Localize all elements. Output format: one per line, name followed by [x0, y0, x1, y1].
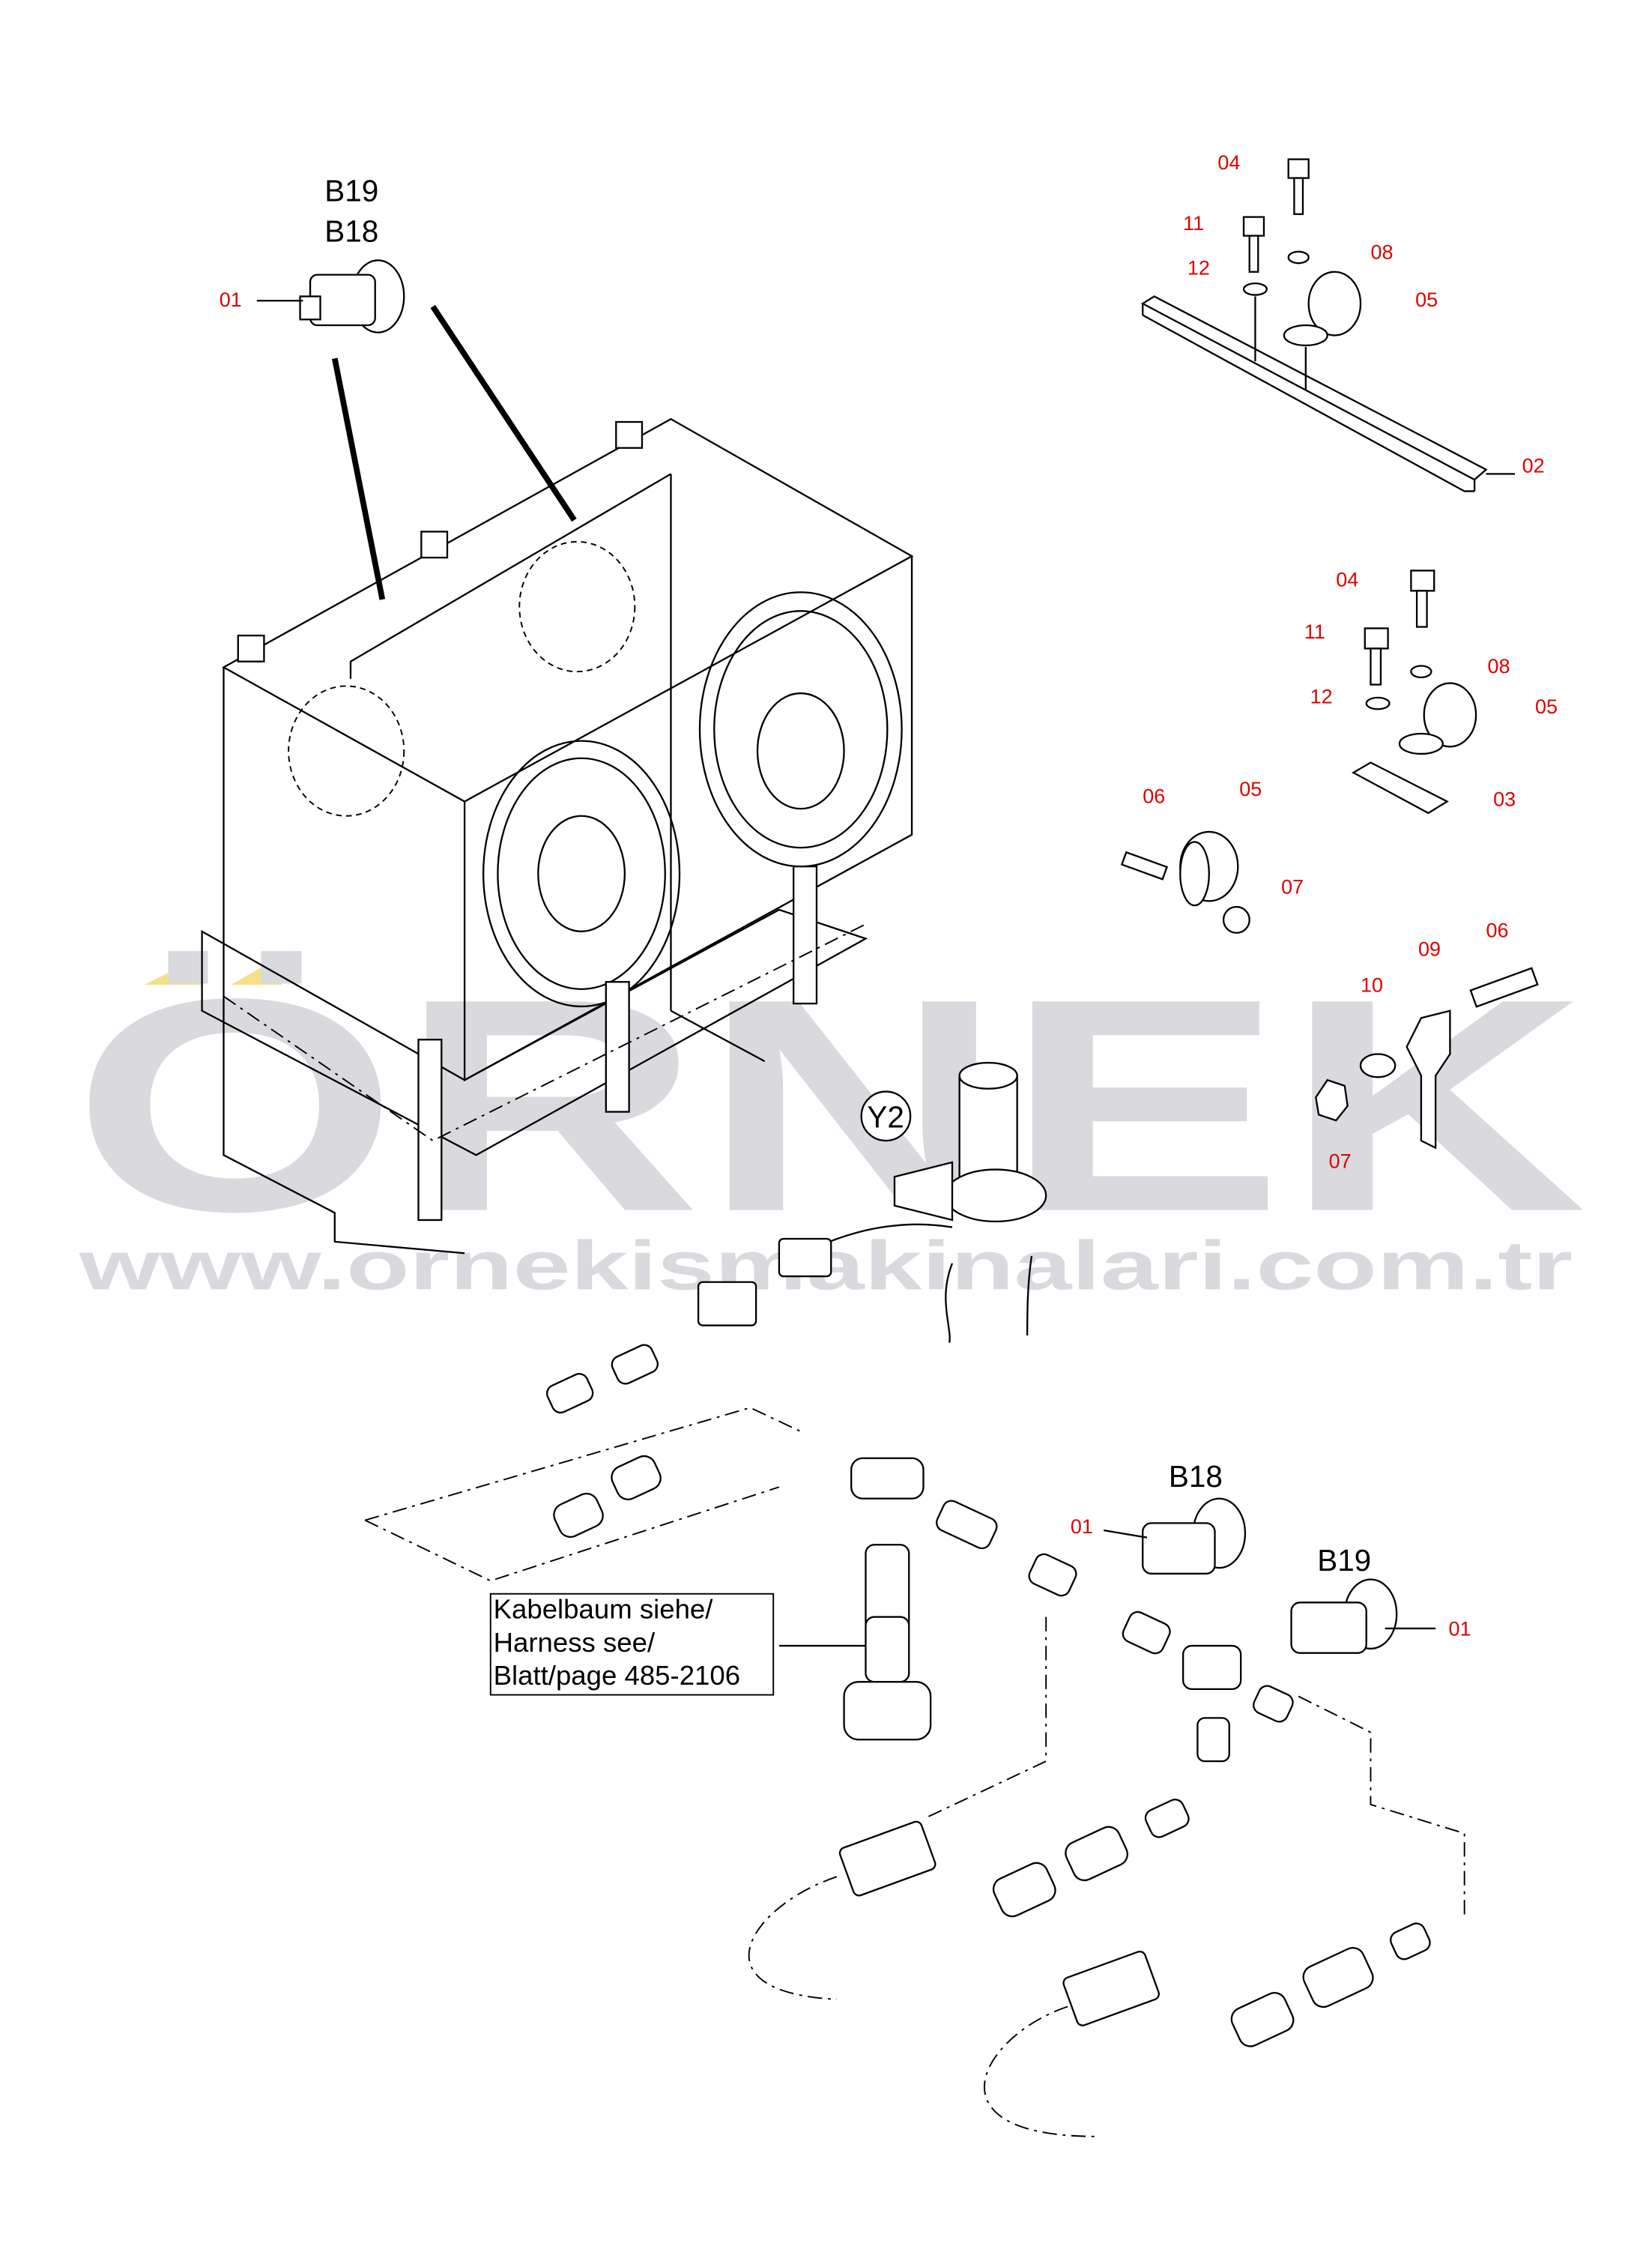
callout-05: 05 [1415, 289, 1438, 311]
callout-08: 08 [1370, 241, 1393, 263]
callout-09: 09 [1418, 938, 1441, 961]
valve-y2: Y2 [697, 1061, 1047, 1343]
note-line-2: Harness see/ [494, 1627, 656, 1658]
label-b18: B18 [1169, 1459, 1223, 1494]
callout-11-b: 11 [1304, 621, 1325, 643]
callout-04-b: 04 [1336, 569, 1358, 591]
label-y2: Y2 [867, 1100, 904, 1135]
note-line-3: Blatt/page 485-2106 [494, 1660, 740, 1691]
callout-01-b18: 01 [1071, 1515, 1093, 1538]
callout-05-c: 05 [1239, 778, 1262, 800]
callout-01-b19: 01 [1448, 1618, 1471, 1640]
callout-12: 12 [1187, 257, 1210, 280]
bracket-assembly-03: 04 11 08 12 05 03 [1304, 569, 1558, 815]
label-b19: B19 [1317, 1543, 1371, 1578]
callout-10: 10 [1361, 974, 1383, 997]
callout-06-c: 06 [1143, 785, 1165, 807]
note-line-1: Kabelbaum siehe/ [494, 1593, 714, 1624]
sensor-b19: B19 01 [1290, 1543, 1471, 1654]
harness-note: Kabelbaum siehe/ Harness see/ Blatt/page… [489, 1593, 775, 1696]
label-b19-top: B19 [324, 173, 378, 208]
callout-07-c: 07 [1281, 876, 1304, 899]
angle-bracket-assembly: 09 06 10 07 [1315, 920, 1539, 1173]
label-b18-top: B18 [324, 214, 378, 248]
sensor-b18: B18 01 [1071, 1459, 1247, 1575]
callout-05-b: 05 [1535, 695, 1558, 718]
callout-11: 11 [1183, 212, 1204, 235]
cooling-unit [201, 304, 914, 1255]
callout-03: 03 [1493, 788, 1516, 810]
callout-12-b: 12 [1310, 686, 1333, 708]
callout-08-b: 08 [1487, 655, 1510, 677]
bracket-assembly-02: 04 11 12 08 05 02 [1140, 151, 1545, 492]
callout-04: 04 [1217, 151, 1240, 174]
callout-07-d: 07 [1329, 1150, 1352, 1173]
harness-connectors [364, 1344, 1465, 2137]
clamp-assembly: 06 05 07 [1120, 778, 1304, 934]
callout-01-top: 01 [220, 289, 242, 311]
callout-06-d: 06 [1486, 920, 1509, 942]
sensor-b19-b18-top: B19 B18 01 [220, 173, 405, 333]
callout-02: 02 [1522, 454, 1545, 477]
